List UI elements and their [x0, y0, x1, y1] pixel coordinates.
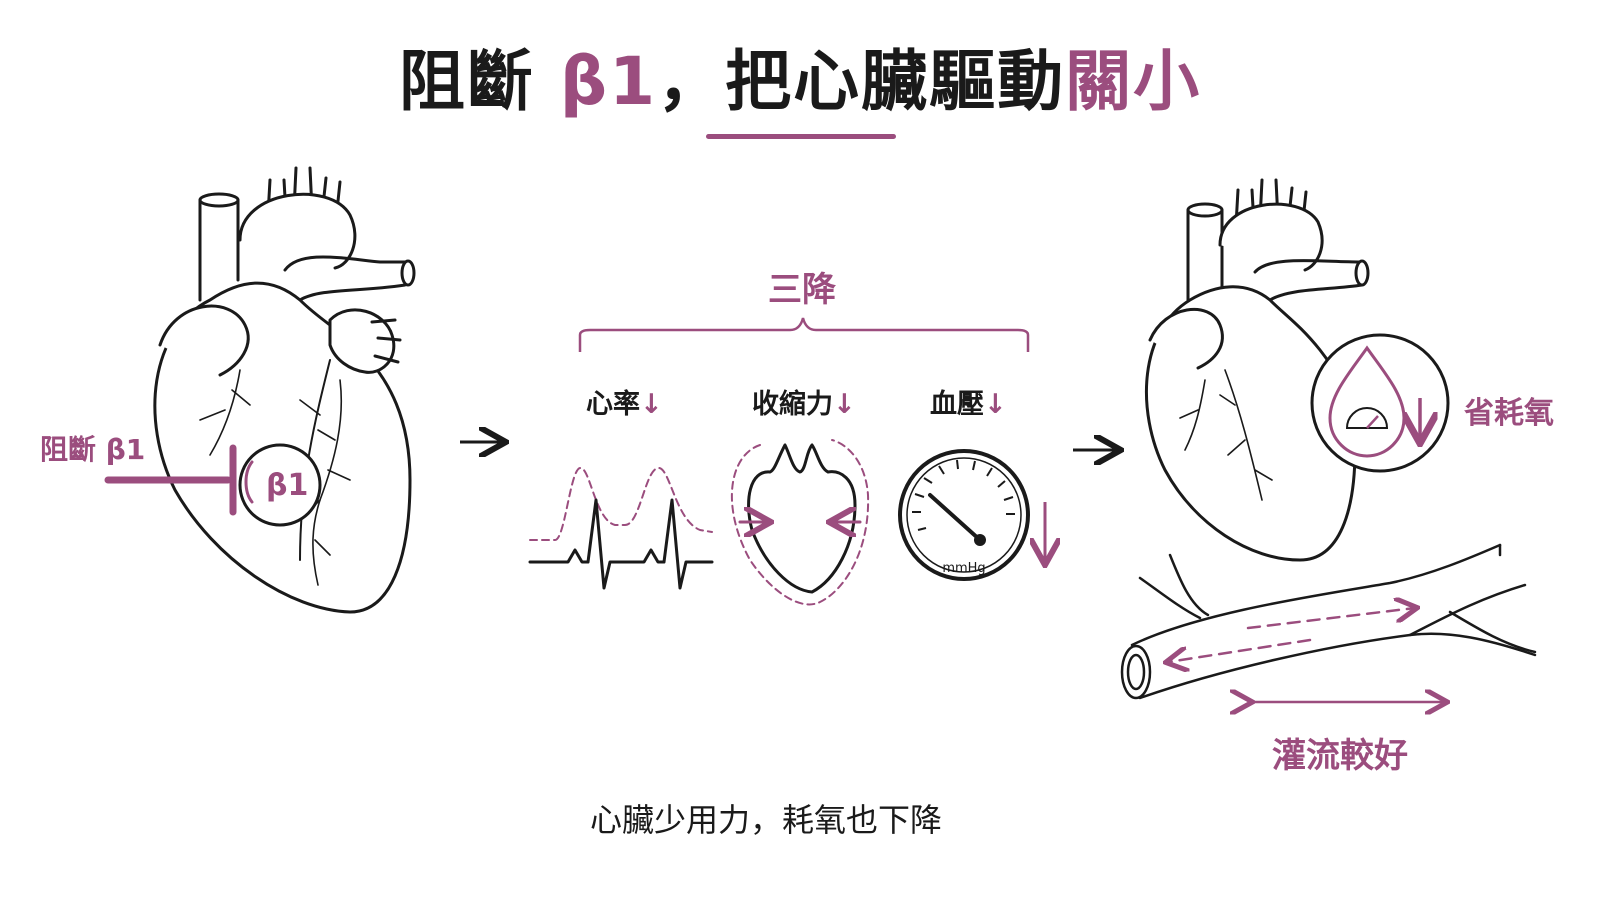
block-beta1-label: 阻斷 β1: [40, 433, 146, 466]
heart-outline-icon: [730, 439, 870, 606]
ecg-icon: [528, 467, 714, 590]
oxygen-saving-label: 省耗氧: [1464, 396, 1554, 431]
gauge-icon: mmHg: [898, 449, 1030, 581]
contractility-text: 收縮力: [752, 389, 833, 420]
heart-rate-text: 心率: [586, 389, 640, 420]
beta1-receptor-label: β1: [266, 468, 309, 503]
left-heart-icon: [153, 166, 416, 614]
group-brace: [578, 317, 1030, 352]
contractility-down-arrow-icon: ↓: [833, 389, 856, 420]
beta1-receptor-icon: [238, 443, 322, 527]
heart-rate-label: 心率↓: [586, 382, 663, 421]
footer-summary: 心臟少用力，耗氧也下降: [590, 801, 943, 839]
gauge-unit-label: mmHg: [942, 561, 985, 576]
vessel-icon: [1120, 543, 1537, 700]
title-accent-close: 關小: [1065, 43, 1202, 120]
blood-pressure-text: 血壓: [930, 389, 984, 420]
title-part1: 阻斷: [398, 43, 560, 120]
title-underline: [706, 134, 896, 139]
contractility-label: 收縮力↓: [752, 382, 856, 421]
perfusion-label: 灌流較好: [1272, 736, 1408, 776]
heart-rate-down-arrow-icon: ↓: [640, 389, 663, 420]
title-accent-beta: β1: [559, 43, 658, 120]
blood-pressure-down-arrow-icon: ↓: [984, 389, 1007, 420]
title-part2: ，把心臟驅動: [657, 43, 1066, 120]
droplet-gauge-icon: [1310, 333, 1450, 473]
blood-pressure-label: 血壓↓: [930, 382, 1007, 421]
right-heart-icon: [1144, 178, 1370, 562]
block-inhibitor-icon: [104, 444, 254, 516]
page-title: 阻斷 β1，把心臟驅動關小: [0, 28, 1600, 124]
three-decreases-label: 三降: [768, 270, 836, 310]
